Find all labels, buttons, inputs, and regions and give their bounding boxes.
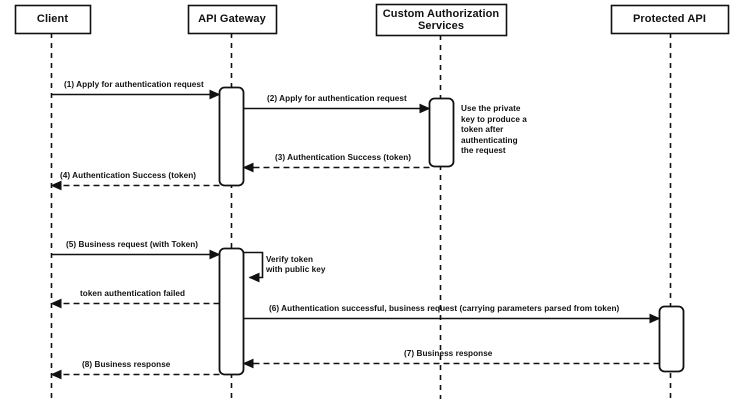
participant-boxes	[14, 3, 730, 37]
participant-box-protected-api	[610, 4, 730, 35]
message-label-msg-5: (5) Business request (with Token)	[66, 240, 199, 249]
message-label-msg-token-failed: token authentication failed	[80, 289, 186, 298]
activation-box-act-protected-1	[658, 305, 685, 373]
note-note-private-key: Use the private key to produce a token a…	[461, 104, 527, 155]
message-label-msg-3: (3) Authentication Success (token)	[275, 153, 412, 162]
participant-box-custom-authorization-services	[375, 3, 508, 37]
message-label-msg-6: (6) Authentication successful, business …	[269, 304, 620, 313]
message-arrow-msg-self-verify	[243, 251, 264, 283]
message-label-msg-8: (8) Business response	[82, 360, 171, 369]
activation-box-act-gateway-2	[218, 247, 245, 376]
message-label-msg-7: (7) Business response	[404, 349, 493, 358]
participant-label-client: Client	[36, 13, 69, 25]
message-label-msg-1: (1) Apply for authentication request	[64, 80, 204, 89]
message-arrows	[50, 89, 661, 380]
activation-boxes	[218, 86, 685, 376]
participant-label-protected-api: Protected API	[632, 13, 707, 25]
participant-label-custom-authorization-services: Custom Authorization Services	[382, 7, 500, 32]
message-label-msg-self-verify: Verify token with public key	[266, 255, 326, 274]
participant-label-api-gateway: API Gateway	[198, 13, 266, 25]
activation-box-act-gateway-1	[218, 86, 245, 187]
participant-box-api-gateway	[187, 4, 278, 35]
activation-box-act-auth-1	[428, 97, 455, 168]
message-label-msg-4: (4) Authentication Success (token)	[60, 171, 197, 180]
message-label-msg-2: (2) Apply for authentication request	[267, 94, 407, 103]
participant-box-client	[14, 4, 92, 35]
